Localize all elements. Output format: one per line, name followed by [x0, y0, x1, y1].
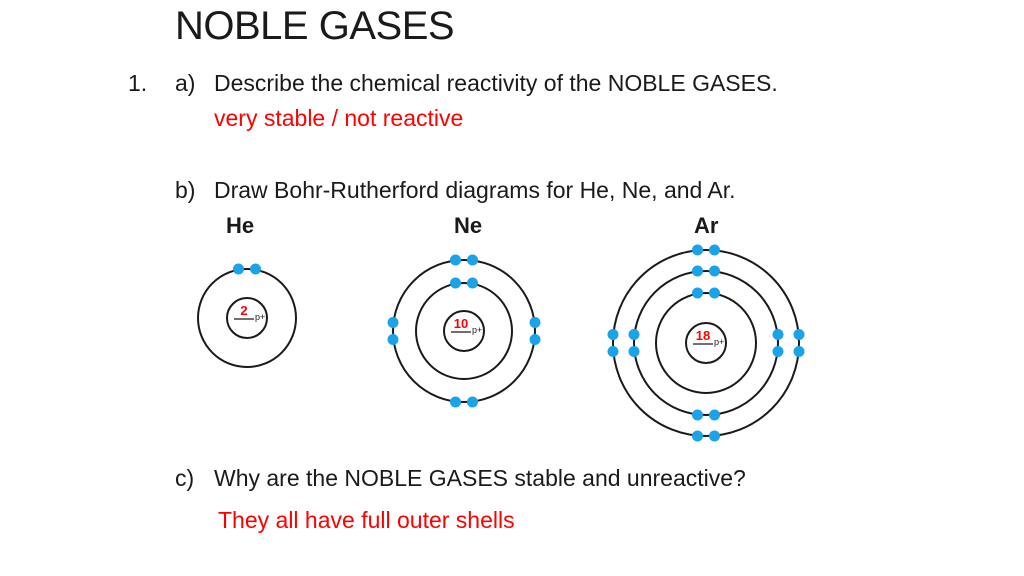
electron-ar-shell2-8 — [772, 346, 784, 357]
bohr-diagram-ar: 18 p+ — [607, 244, 805, 442]
bohr-diagram-ne: 10 p+ — [387, 254, 541, 408]
electron-ar-shell2-2 — [709, 265, 720, 277]
nucleus-ne — [443, 310, 485, 352]
electron-ar-shell2-5 — [628, 329, 640, 340]
part-c-question: Why are the NOBLE GASES stable and unrea… — [214, 465, 746, 491]
electron-shell-ar-2 — [633, 270, 779, 416]
electron-he-shell1-1 — [233, 263, 244, 275]
electron-ar-shell1-1 — [692, 287, 703, 299]
proton-unit-he: p+ — [255, 312, 265, 322]
electron-ne-shell1-1 — [450, 277, 461, 289]
electron-ar-shell2-6 — [628, 346, 640, 357]
proton-unit-ar: p+ — [714, 337, 724, 347]
electron-ne-shell2-3 — [450, 396, 461, 408]
electron-ne-shell2-7 — [529, 317, 541, 328]
electron-ar-shell3-4 — [709, 430, 720, 442]
part-a-letter: a) — [175, 70, 196, 96]
part-b-letter: b) — [175, 177, 196, 203]
part-a-answer: very stable / not reactive — [214, 105, 464, 131]
electron-ne-shell2-8 — [529, 334, 541, 345]
bohr-diagram-he: 2 p+ — [197, 263, 297, 368]
proton-number-ne: 10 — [454, 316, 468, 331]
electron-shell-he-1 — [197, 268, 297, 368]
element-label-ar: Ar — [694, 213, 719, 238]
electron-ar-shell3-8 — [793, 346, 805, 357]
nucleus-ar — [685, 322, 727, 364]
electron-ar-shell3-1 — [692, 244, 703, 256]
electron-ar-shell3-3 — [692, 430, 703, 442]
electron-ar-shell2-1 — [692, 265, 703, 277]
electron-shell-ne-1 — [415, 282, 513, 380]
electron-ar-shell2-3 — [692, 409, 703, 421]
electron-ne-shell2-4 — [467, 396, 478, 408]
proton-number-he: 2 — [240, 303, 247, 318]
proton-number-ar: 18 — [696, 328, 710, 343]
electron-ar-shell1-2 — [709, 287, 720, 299]
nucleus-he — [226, 297, 268, 339]
question-number: 1. — [128, 70, 148, 96]
electron-ne-shell2-2 — [467, 254, 478, 266]
electron-ar-shell3-6 — [607, 346, 619, 357]
element-label-ne: Ne — [454, 213, 483, 238]
electron-shell-ar-1 — [655, 292, 757, 394]
slide-title: NOBLE GASES — [175, 4, 455, 48]
element-label-he: He — [226, 213, 255, 238]
electron-ar-shell3-5 — [607, 329, 619, 340]
electron-he-shell1-2 — [250, 263, 261, 275]
electron-ne-shell2-5 — [387, 317, 399, 328]
part-c-letter: c) — [175, 465, 195, 491]
proton-unit-ne: p+ — [472, 325, 482, 335]
electron-ne-shell2-1 — [450, 254, 461, 266]
electron-ar-shell3-7 — [793, 329, 805, 340]
electron-ar-shell3-2 — [709, 244, 720, 256]
part-b-question: Draw Bohr-Rutherford diagrams for He, Ne… — [214, 177, 736, 203]
electron-shell-ne-2 — [392, 259, 536, 403]
part-c-answer: They all have full outer shells — [218, 507, 515, 533]
electron-shell-ar-3 — [612, 249, 800, 437]
part-a-question: Describe the chemical reactivity of the … — [214, 70, 778, 96]
electron-ar-shell2-7 — [772, 329, 784, 340]
electron-ne-shell1-2 — [467, 277, 478, 289]
electron-ne-shell2-6 — [387, 334, 399, 345]
electron-ar-shell2-4 — [709, 409, 720, 421]
